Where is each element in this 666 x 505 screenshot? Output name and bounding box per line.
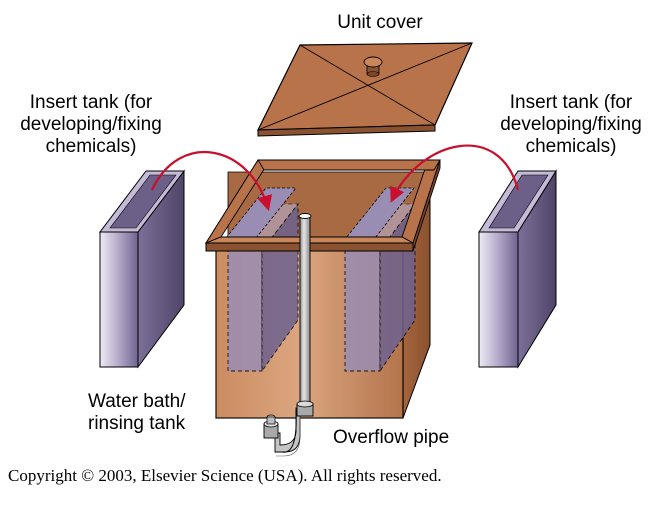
label-line: Water bath/	[88, 391, 186, 412]
left-insert-tank	[98, 169, 186, 369]
label-overflow-pipe: Overflow pipe	[333, 427, 450, 448]
right-insert-arrow	[390, 144, 520, 203]
right-insert-tank	[478, 169, 557, 369]
label-line: developing/fixing	[500, 114, 642, 135]
label-line: Insert tank (for	[29, 92, 153, 113]
label-line: rinsing tank	[88, 413, 186, 434]
pipe-fitting-bottom	[296, 400, 314, 417]
unit-cover	[257, 42, 473, 137]
label-line: Insert tank (for	[509, 92, 633, 113]
label-unit-cover: Unit cover	[337, 12, 423, 33]
label-insert-tank-left: Insert tank (for developing/fixing chemi…	[6, 92, 176, 158]
overflow-pipe	[263, 213, 314, 457]
label-line: chemicals)	[525, 136, 617, 157]
label-line: developing/fixing	[20, 114, 162, 135]
water-bath-tank	[204, 159, 441, 419]
left-insert-arrow	[151, 151, 273, 211]
label-water-bath: Water bath/ rinsing tank	[88, 391, 186, 435]
label-line: chemicals)	[45, 136, 137, 157]
label-insert-tank-right: Insert tank (for developing/fixing chemi…	[483, 92, 659, 158]
cover-knob	[363, 56, 383, 77]
pipe-outlet	[263, 414, 279, 439]
copyright-notice: Copyright © 2003, Elsevier Science (USA)…	[8, 466, 442, 485]
